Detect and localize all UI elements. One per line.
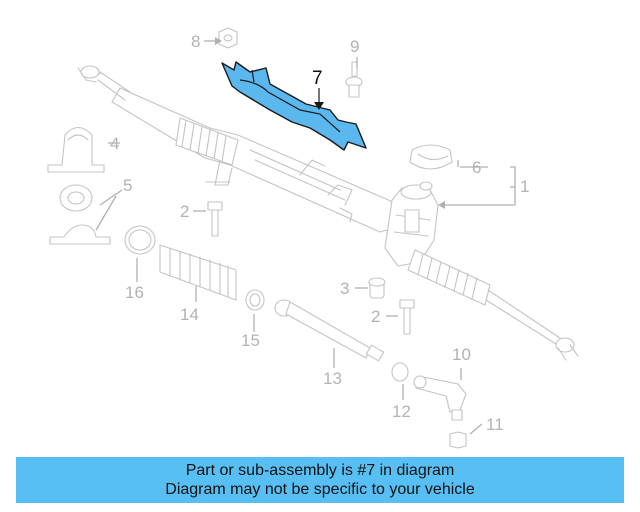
callout-15: 15 xyxy=(241,331,260,350)
rack-right-tie-rod xyxy=(485,289,579,361)
valve-housing xyxy=(384,181,439,267)
tie-rod-end-part-10 xyxy=(413,375,467,421)
bolt-part-2-lower xyxy=(399,299,415,335)
mount-bracket-part-4 xyxy=(47,126,105,173)
callout-9: 9 xyxy=(350,37,359,56)
callout-3: 3 xyxy=(340,279,349,298)
stud-part-9 xyxy=(345,61,363,98)
banner-line-2: Diagram may not be specific to your vehi… xyxy=(165,481,475,498)
callout-4: 4 xyxy=(110,134,119,153)
callout-14: 14 xyxy=(180,305,199,324)
callout-6: 6 xyxy=(472,158,481,177)
reservoir-cap-part-6 xyxy=(409,144,453,170)
callout-8: 8 xyxy=(191,32,200,51)
nut-part-11 xyxy=(449,431,467,449)
leader-lines xyxy=(95,37,516,435)
rack-left-boot xyxy=(175,117,239,166)
inner-tie-rod-part-13 xyxy=(274,299,385,362)
rack-right-boot xyxy=(407,249,491,306)
heat-shield-part-7[interactable] xyxy=(221,61,367,151)
boot-part-14 xyxy=(159,244,237,301)
info-banner: Part or sub-assembly is #7 in diagram Di… xyxy=(16,457,624,503)
callout-5: 5 xyxy=(123,176,132,195)
callout-10: 10 xyxy=(452,345,471,364)
ring-part-12 xyxy=(391,362,409,382)
callout-16: 16 xyxy=(125,283,144,302)
steering-rack-exploded-diagram: 8 9 7 4 5 6 1 2 3 2 16 14 15 13 10 12 11 xyxy=(47,27,579,449)
nut-part-8 xyxy=(218,27,238,49)
mount-bushing-part-5 xyxy=(49,184,111,245)
bushing-part-3 xyxy=(368,277,386,299)
callout-13: 13 xyxy=(323,369,342,388)
clamp-part-15 xyxy=(245,289,265,311)
callout-11: 11 xyxy=(486,415,504,434)
callout-2-lower: 2 xyxy=(371,307,380,326)
callout-1: 1 xyxy=(520,177,529,196)
callout-12: 12 xyxy=(392,402,411,421)
bolt-part-2-upper xyxy=(207,201,223,237)
callout-2-upper: 2 xyxy=(180,202,189,221)
leader-line-part-7 xyxy=(314,88,324,110)
callout-7[interactable]: 7 xyxy=(312,68,323,89)
banner-line-1: Part or sub-assembly is #7 in diagram xyxy=(185,462,455,479)
clamp-ring-part-16 xyxy=(124,225,156,255)
